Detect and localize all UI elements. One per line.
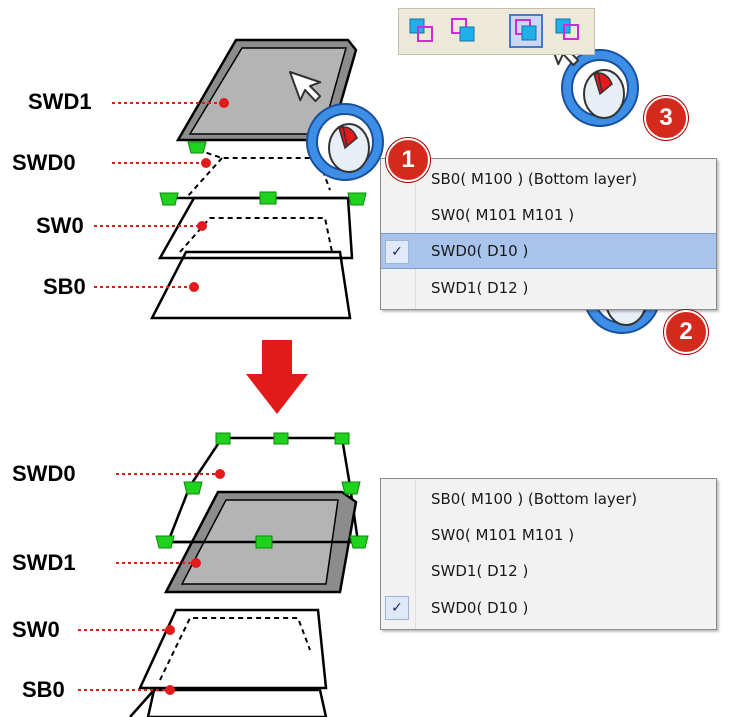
layer-menu-bottom: SB0( M100 ) (Bottom layer) SW0( M101 M10… <box>380 478 717 630</box>
send-to-back-button[interactable] <box>551 14 585 48</box>
label-sb0-top: SB0 <box>43 274 86 299</box>
step-badge-3: 3 <box>644 96 688 140</box>
bring-to-front-icon <box>515 19 537 41</box>
label-sb0-bottom: SB0 <box>22 677 65 702</box>
menu-item-label: SWD0( D10 ) <box>431 599 529 617</box>
label-swd0-top: SWD0 <box>12 150 76 175</box>
sb0-layer-bottom <box>146 688 328 717</box>
selection-handles-top <box>159 141 367 206</box>
sb0-layer <box>149 250 352 320</box>
menu-item-label: SB0( M100 ) (Bottom layer) <box>431 170 638 188</box>
step-badge-2: 2 <box>664 310 708 354</box>
menu-item-swd0[interactable]: ✓ SWD0( D10 ) <box>381 590 716 626</box>
step-badge-1: 1 <box>386 138 430 182</box>
menu-item-swd0[interactable]: ✓ SWD0( D10 ) <box>381 233 716 269</box>
sw0-layer <box>157 196 354 260</box>
send-backward-button[interactable] <box>447 14 481 48</box>
bring-forward-button[interactable] <box>405 14 439 48</box>
label-swd1-top: SWD1 <box>28 89 92 114</box>
label-swd0-bottom: SWD0 <box>12 461 76 486</box>
layer-order-toolbar <box>398 8 595 55</box>
menu-item-label: SWD1( D12 ) <box>431 562 529 580</box>
down-arrow-icon <box>246 340 308 414</box>
label-swd1-bottom: SWD1 <box>12 550 76 575</box>
bring-forward-icon <box>409 18 433 42</box>
menu-item-label: SB0( M100 ) (Bottom layer) <box>431 490 638 508</box>
leaders-bottom <box>78 469 225 695</box>
menu-item-sw0[interactable]: SW0( M101 M101 ) <box>381 197 716 233</box>
sw0-inner-dashed-bottom <box>159 617 311 681</box>
menu-item-label: SW0( M101 M101 ) <box>431 206 575 224</box>
label-sw0-top: SW0 <box>36 213 84 238</box>
menu-item-swd1[interactable]: SWD1( D12 ) <box>381 553 716 589</box>
mouse-click-icon-1 <box>306 103 384 181</box>
check-icon: ✓ <box>385 596 409 620</box>
selection-handles-bottom <box>155 432 369 549</box>
sw0-inner-dashed <box>179 217 333 253</box>
menu-item-sw0[interactable]: SW0( M101 M101 ) <box>381 517 716 553</box>
menu-item-label: SW0( M101 M101 ) <box>431 526 575 544</box>
sw0-layer-bottom <box>138 608 328 690</box>
send-to-back-icon <box>555 18 579 40</box>
menu-item-sb0[interactable]: SB0( M100 ) (Bottom layer) <box>381 481 716 517</box>
menu-item-label: SWD0( D10 ) <box>431 242 529 260</box>
menu-item-label: SWD1( D12 ) <box>431 279 529 297</box>
leaders-top <box>94 98 229 292</box>
bring-to-front-button[interactable] <box>509 14 543 48</box>
check-icon: ✓ <box>385 240 409 264</box>
send-backward-icon <box>451 18 475 42</box>
label-sw0-bottom: SW0 <box>12 617 60 642</box>
layer-menu-top: SB0( M100 ) (Bottom layer) SW0( M101 M10… <box>380 158 717 310</box>
menu-item-sb0[interactable]: SB0( M100 ) (Bottom layer) <box>381 161 716 197</box>
menu-item-swd1[interactable]: SWD1( D12 ) <box>381 270 716 306</box>
